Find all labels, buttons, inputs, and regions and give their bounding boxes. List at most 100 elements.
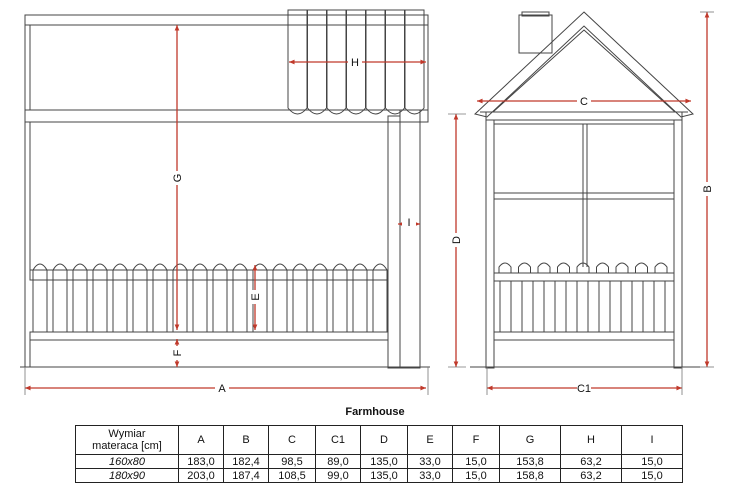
header-col: C1 bbox=[315, 425, 361, 455]
header-col: H bbox=[560, 425, 622, 455]
table-row: 160x80 183,0 182,4 98,5 89,0 135,0 33,0 … bbox=[75, 454, 683, 469]
fence-picket bbox=[92, 263, 108, 332]
fence-picket bbox=[654, 262, 668, 273]
table-cell: 98,5 bbox=[268, 454, 316, 469]
shingle bbox=[307, 9, 327, 115]
fence-picket bbox=[537, 262, 551, 273]
bed-technical-drawing: A G E F H I C D B C1 bbox=[20, 9, 714, 395]
fence-picket bbox=[518, 262, 531, 273]
dimension-b: B bbox=[700, 12, 714, 367]
dimension-label-f: F bbox=[172, 349, 184, 356]
front-fence-pickets bbox=[498, 262, 668, 332]
dimension-a: A bbox=[25, 381, 426, 395]
table-cell: 135,0 bbox=[360, 468, 408, 483]
top-beam bbox=[24, 14, 429, 26]
fence-picket bbox=[312, 263, 328, 332]
fence-picket bbox=[212, 263, 228, 332]
table-cell: 203,0 bbox=[178, 468, 224, 483]
fence-picket bbox=[557, 262, 570, 273]
dimension-f: F bbox=[170, 339, 184, 367]
fence-picket bbox=[615, 262, 629, 273]
dimension-label-b: B bbox=[702, 185, 714, 192]
fence-picket bbox=[72, 263, 88, 332]
header-col: I bbox=[621, 425, 683, 455]
shingle bbox=[365, 9, 386, 115]
table-cell: 187,4 bbox=[223, 468, 269, 483]
header-col: D bbox=[360, 425, 408, 455]
fence-picket bbox=[32, 263, 48, 332]
table-cell: 33,0 bbox=[407, 454, 453, 469]
header-col: F bbox=[452, 425, 500, 455]
dimension-label-i: I bbox=[407, 217, 410, 229]
fence-picket bbox=[272, 263, 288, 332]
fence-picket bbox=[112, 263, 128, 332]
table-title: Farmhouse bbox=[345, 406, 405, 418]
table-cell: 15,0 bbox=[621, 468, 683, 483]
roof-gable bbox=[473, 11, 695, 118]
fence-picket bbox=[635, 262, 648, 273]
dimension-lines: A G E F H I C D B C1 bbox=[24, 11, 714, 395]
shingle bbox=[404, 9, 425, 115]
fence-picket bbox=[232, 263, 248, 332]
fence-picket bbox=[152, 263, 168, 332]
dimension-g: G bbox=[170, 25, 184, 330]
dimension-label-h: H bbox=[351, 57, 359, 69]
table-cell: 153,8 bbox=[499, 454, 561, 469]
shingle bbox=[287, 9, 308, 115]
header-col: G bbox=[499, 425, 561, 455]
fence-picket bbox=[352, 263, 368, 332]
dimension-i: I bbox=[398, 215, 420, 229]
dimension-label-g: G bbox=[172, 174, 184, 183]
dimensions-table: Wymiar materaca [cm] A B C C1 D E F G H … bbox=[75, 425, 683, 483]
dimension-label-e: E bbox=[250, 293, 262, 300]
table-cell: 63,2 bbox=[560, 468, 622, 483]
dimension-e: E bbox=[248, 265, 262, 330]
side-view bbox=[20, 9, 430, 369]
fence-picket bbox=[192, 263, 208, 332]
fence-picket bbox=[332, 263, 348, 332]
dimension-c: C bbox=[477, 94, 691, 108]
table-cell: 183,0 bbox=[178, 454, 224, 469]
row-label: 160x80 bbox=[75, 454, 179, 469]
dimension-label-a: A bbox=[218, 383, 226, 395]
roof-shingles bbox=[287, 9, 425, 115]
dimension-label-c1: C1 bbox=[577, 383, 591, 395]
dimension-d: D bbox=[449, 114, 463, 367]
front-view bbox=[470, 11, 700, 369]
fence-picket bbox=[52, 263, 68, 332]
table-cell: 182,4 bbox=[223, 454, 269, 469]
fence-picket bbox=[292, 263, 308, 332]
left-post bbox=[387, 115, 401, 369]
table-cell: 158,8 bbox=[499, 468, 561, 483]
shingle bbox=[385, 9, 405, 115]
side-fence-pickets bbox=[32, 263, 388, 332]
header-col: B bbox=[223, 425, 269, 455]
dimension-label-d: D bbox=[451, 236, 463, 244]
table-cell: 15,0 bbox=[452, 468, 500, 483]
header-col: A bbox=[178, 425, 224, 455]
fence-picket bbox=[172, 263, 188, 332]
roof-rail bbox=[24, 109, 429, 123]
shingle bbox=[346, 9, 366, 115]
table-cell: 15,0 bbox=[621, 454, 683, 469]
dimension-label-c: C bbox=[580, 96, 588, 108]
fence-rail bbox=[29, 269, 389, 281]
header-col: C bbox=[268, 425, 316, 455]
table-header-row: Wymiar materaca [cm] A B C C1 D E F G H … bbox=[75, 425, 683, 455]
header-col: E bbox=[407, 425, 453, 455]
fence-picket bbox=[372, 263, 388, 332]
table-cell: 33,0 bbox=[407, 468, 453, 483]
table-cell: 63,2 bbox=[560, 454, 622, 469]
dimension-h: H bbox=[289, 55, 426, 69]
table-cell: 99,0 bbox=[315, 468, 361, 483]
table-cell: 108,5 bbox=[268, 468, 316, 483]
dimension-c1: C1 bbox=[487, 381, 682, 395]
fence-picket bbox=[498, 262, 512, 273]
front-left-post bbox=[485, 119, 495, 369]
row-label: 180x90 bbox=[75, 468, 179, 483]
fence-picket bbox=[596, 262, 609, 273]
header-mattress-size: Wymiar materaca [cm] bbox=[75, 425, 179, 455]
chimney bbox=[518, 14, 553, 54]
fence-picket bbox=[132, 263, 148, 332]
table-cell: 15,0 bbox=[452, 454, 500, 469]
